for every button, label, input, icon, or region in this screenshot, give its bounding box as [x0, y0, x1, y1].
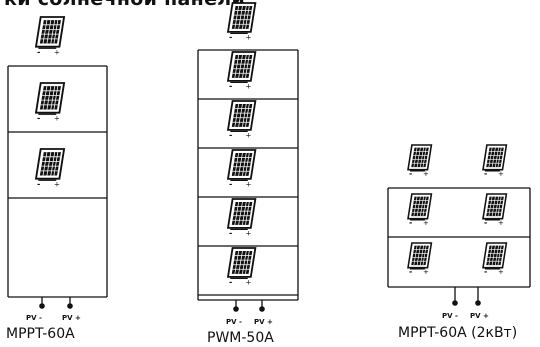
negative-terminal-label: - — [37, 47, 40, 56]
solar-panel-icon — [482, 193, 508, 221]
solar-panel-icon — [407, 242, 433, 270]
negative-terminal-label: - — [229, 228, 232, 237]
negative-terminal-label: - — [409, 169, 412, 178]
solar-panel-icon — [407, 144, 433, 172]
caption-mppt-60a: MPPT-60A — [6, 326, 75, 342]
positive-terminal-label: + — [54, 48, 60, 56]
positive-terminal-label: + — [423, 268, 429, 276]
pv-positive-label: PV + — [254, 318, 273, 326]
positive-terminal-label: + — [54, 180, 60, 188]
terminal-dot — [475, 300, 481, 306]
positive-terminal-label: + — [245, 33, 251, 41]
positive-terminal-label: + — [423, 219, 429, 227]
negative-terminal-label: - — [229, 130, 232, 139]
solar-panel-icon — [227, 198, 257, 231]
negative-terminal-label: - — [37, 179, 40, 188]
pv-negative-label: PV - — [26, 314, 42, 322]
negative-terminal-label: - — [229, 32, 232, 41]
solar-panel-icon — [35, 148, 66, 182]
positive-terminal-label: + — [245, 82, 251, 90]
solar-panel-icon — [227, 51, 257, 84]
config-pwm-50a: - + - + - + - + - + - + — [197, 2, 299, 312]
pv-positive-label: PV + — [470, 312, 489, 320]
negative-terminal-label: - — [409, 218, 412, 227]
caption-pwm-50a: PWM-50A — [207, 330, 274, 346]
config-mppt-60a-2kw: - + - + - + - + - + - + — [387, 144, 531, 306]
negative-terminal-label: - — [229, 179, 232, 188]
positive-terminal-label: + — [498, 268, 504, 276]
solar-panel-icon — [482, 242, 508, 270]
negative-terminal-label: - — [484, 267, 487, 276]
pv-positive-label: PV + — [62, 314, 81, 322]
solar-panel-icon — [227, 100, 257, 133]
pv-negative-label: PV - — [226, 318, 242, 326]
negative-terminal-label: - — [484, 169, 487, 178]
positive-terminal-label: + — [245, 278, 251, 286]
solar-panel-icon — [35, 82, 66, 116]
positive-terminal-label: + — [245, 229, 251, 237]
positive-terminal-label: + — [245, 131, 251, 139]
positive-terminal-label: + — [54, 114, 60, 122]
solar-panel-icon — [407, 193, 433, 221]
positive-terminal-label: + — [423, 170, 429, 178]
positive-terminal-label: + — [245, 180, 251, 188]
solar-panel-icon — [227, 149, 257, 182]
terminal-dot — [39, 303, 45, 309]
positive-terminal-label: + — [498, 219, 504, 227]
caption-mppt-60a-2kw: MPPT-60A (2кВт) — [398, 325, 518, 341]
terminal-dot — [67, 303, 73, 309]
terminal-dot — [233, 306, 239, 312]
positive-terminal-label: + — [498, 170, 504, 178]
solar-panel-icon — [227, 247, 257, 280]
pv-negative-label: PV - — [442, 312, 458, 320]
terminal-dot — [259, 306, 265, 312]
solar-panel-icon — [35, 16, 66, 50]
solar-panel-icon — [482, 144, 508, 172]
solar-panel-icon — [227, 2, 257, 35]
negative-terminal-label: - — [229, 277, 232, 286]
negative-terminal-label: - — [484, 218, 487, 227]
negative-terminal-label: - — [409, 267, 412, 276]
negative-terminal-label: - — [37, 113, 40, 122]
terminal-dot — [452, 300, 458, 306]
section-heading: ки солнечной панели — [4, 0, 245, 10]
config-mppt-60a: - + - + - + — [7, 16, 108, 309]
negative-terminal-label: - — [229, 81, 232, 90]
